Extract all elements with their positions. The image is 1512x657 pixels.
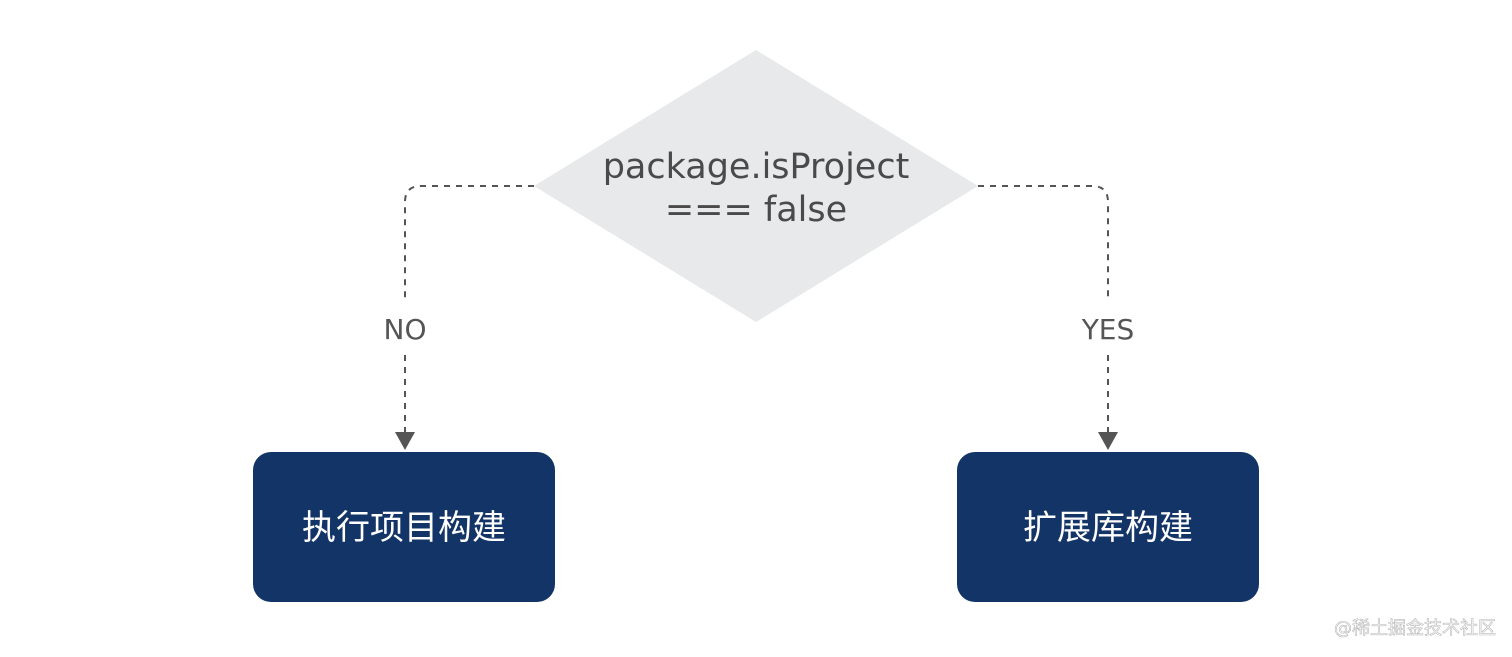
library-build-node [957, 452, 1259, 602]
decision-diamond [534, 50, 978, 322]
decision-line-1: package.isProject [603, 147, 910, 187]
project-build-label: 执行项目构建 [302, 508, 506, 548]
project-build-node [253, 452, 555, 602]
library-build-label: 扩展库构建 [1023, 508, 1193, 548]
no-connector [404, 185, 534, 432]
yes-arrowhead-icon [1098, 432, 1118, 450]
no-label: NO [384, 313, 427, 346]
yes-connector [978, 185, 1109, 432]
decision-line-2: === false [665, 190, 847, 230]
no-arrowhead-icon [395, 432, 415, 450]
watermark: @稀土掘金技术社区 [1334, 618, 1496, 639]
yes-label: YES [1081, 313, 1135, 346]
